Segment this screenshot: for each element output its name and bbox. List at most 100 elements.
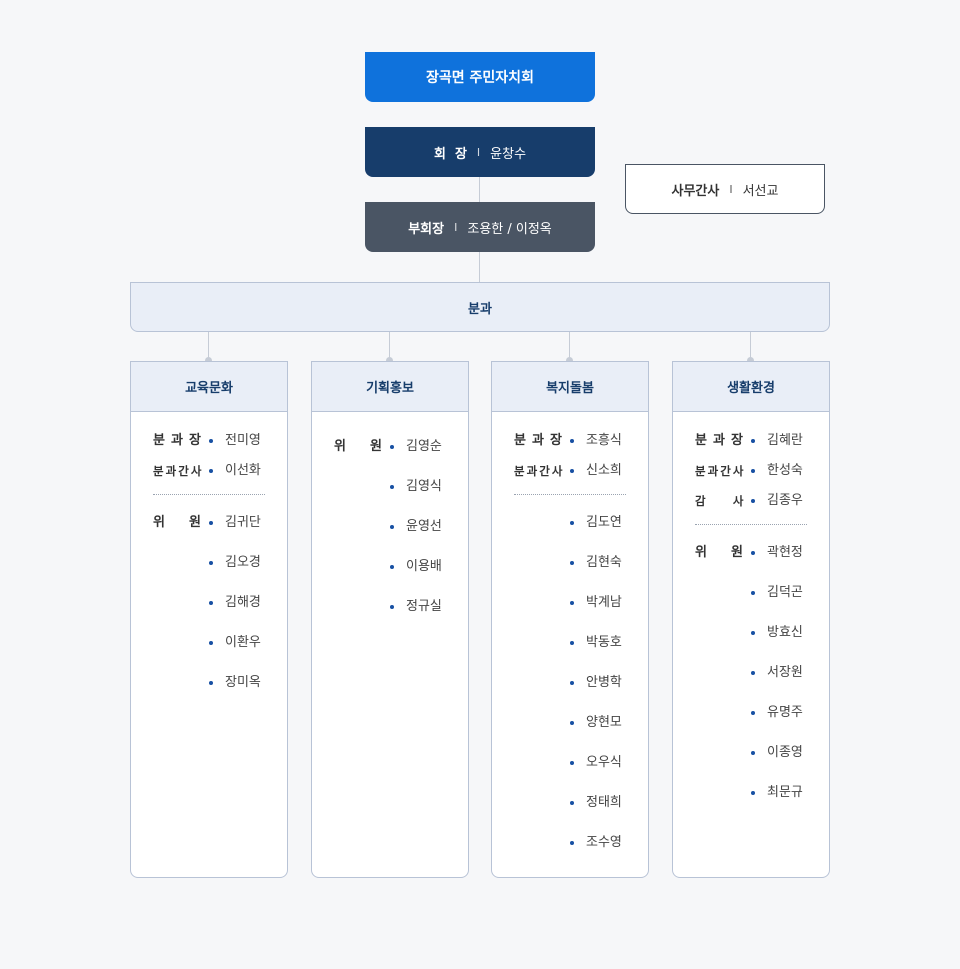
bullet-icon — [209, 439, 213, 443]
member-name: 안병학 — [586, 675, 622, 690]
member-name: 이용배 — [406, 559, 442, 574]
bullet-icon — [751, 711, 755, 715]
bullet-icon — [390, 565, 394, 569]
member-name: 박계남 — [586, 595, 622, 610]
division-name: 복지돌봄 — [492, 362, 648, 412]
member-name: 조흥식 — [586, 433, 622, 448]
bullet-icon — [570, 641, 574, 645]
member-name: 김영순 — [406, 439, 442, 454]
member-name: 곽현정 — [767, 545, 803, 560]
bullet-icon — [390, 605, 394, 609]
division-header: 분과 — [468, 301, 492, 317]
member-row: 안병학 — [492, 673, 648, 693]
member-name: 이종영 — [767, 745, 803, 760]
member-row: 유명주 — [673, 703, 829, 723]
bullet-icon — [751, 439, 755, 443]
connector-div-2 — [569, 332, 570, 361]
member-row: 박동호 — [492, 633, 648, 653]
connector-div-1 — [389, 332, 390, 361]
member-name: 김덕곤 — [767, 585, 803, 600]
member-name: 이환우 — [225, 635, 261, 650]
member-name: 조수영 — [586, 835, 622, 850]
member-name: 서장원 — [767, 665, 803, 680]
divider — [514, 494, 626, 495]
bullet-icon — [751, 591, 755, 595]
member-row: 방효신 — [673, 623, 829, 643]
member-name: 박동호 — [586, 635, 622, 650]
divider — [153, 494, 265, 495]
member-row: 박계남 — [492, 593, 648, 613]
bullet-icon — [209, 561, 213, 565]
member-name: 윤영선 — [406, 519, 442, 534]
member-name: 양현모 — [586, 715, 622, 730]
member-row: 이용배 — [312, 557, 468, 577]
member-row: 장미옥 — [131, 673, 287, 693]
member-name: 한성숙 — [767, 463, 803, 478]
vice-chairman-box: 부회장 I 조용한 / 이정옥 — [365, 202, 595, 252]
member-name: 장미옥 — [225, 675, 261, 690]
division-name: 교육문화 — [131, 362, 287, 412]
bullet-icon — [390, 445, 394, 449]
bullet-icon — [570, 469, 574, 473]
member-row: 이종영 — [673, 743, 829, 763]
member-name: 최문규 — [767, 785, 803, 800]
member-name: 방효신 — [767, 625, 803, 640]
member-row: 정규실 — [312, 597, 468, 617]
member-name: 김혜란 — [767, 433, 803, 448]
member-name: 정규실 — [406, 599, 442, 614]
bullet-icon — [751, 469, 755, 473]
member-name: 신소희 — [586, 463, 622, 478]
org-title-box: 장곡면 주민자치회 — [365, 52, 595, 102]
member-row: 이환우 — [131, 633, 287, 653]
bullet-icon — [390, 485, 394, 489]
bullet-icon — [570, 681, 574, 685]
bullet-icon — [390, 525, 394, 529]
division-name: 생활환경 — [673, 362, 829, 412]
member-name: 오우식 — [586, 755, 622, 770]
separator: I — [476, 145, 481, 159]
member-name: 전미영 — [225, 433, 261, 448]
bullet-icon — [570, 521, 574, 525]
separator: I — [454, 220, 458, 234]
bullet-icon — [209, 469, 213, 473]
chairman-box: 회 장 I 윤창수 — [365, 127, 595, 177]
bullet-icon — [570, 439, 574, 443]
member-row: 김해경 — [131, 593, 287, 613]
member-row: 최문규 — [673, 783, 829, 803]
member-row: 조수영 — [492, 833, 648, 853]
separator: I — [729, 182, 733, 196]
member-name: 김귀단 — [225, 515, 261, 530]
bullet-icon — [751, 671, 755, 675]
connector-vice-division — [479, 252, 480, 282]
bullet-icon — [570, 601, 574, 605]
secretary-box: 사무간사 I 서선교 — [625, 164, 825, 214]
connector-dot — [386, 357, 393, 364]
bullet-icon — [209, 521, 213, 525]
member-row: 김덕곤 — [673, 583, 829, 603]
bullet-icon — [570, 721, 574, 725]
bullet-icon — [209, 641, 213, 645]
connector-chair-vice — [479, 177, 480, 202]
bullet-icon — [751, 631, 755, 635]
member-name: 유명주 — [767, 705, 803, 720]
member-name: 김종우 — [767, 493, 803, 508]
org-title: 장곡면 주민자치회 — [426, 70, 534, 86]
